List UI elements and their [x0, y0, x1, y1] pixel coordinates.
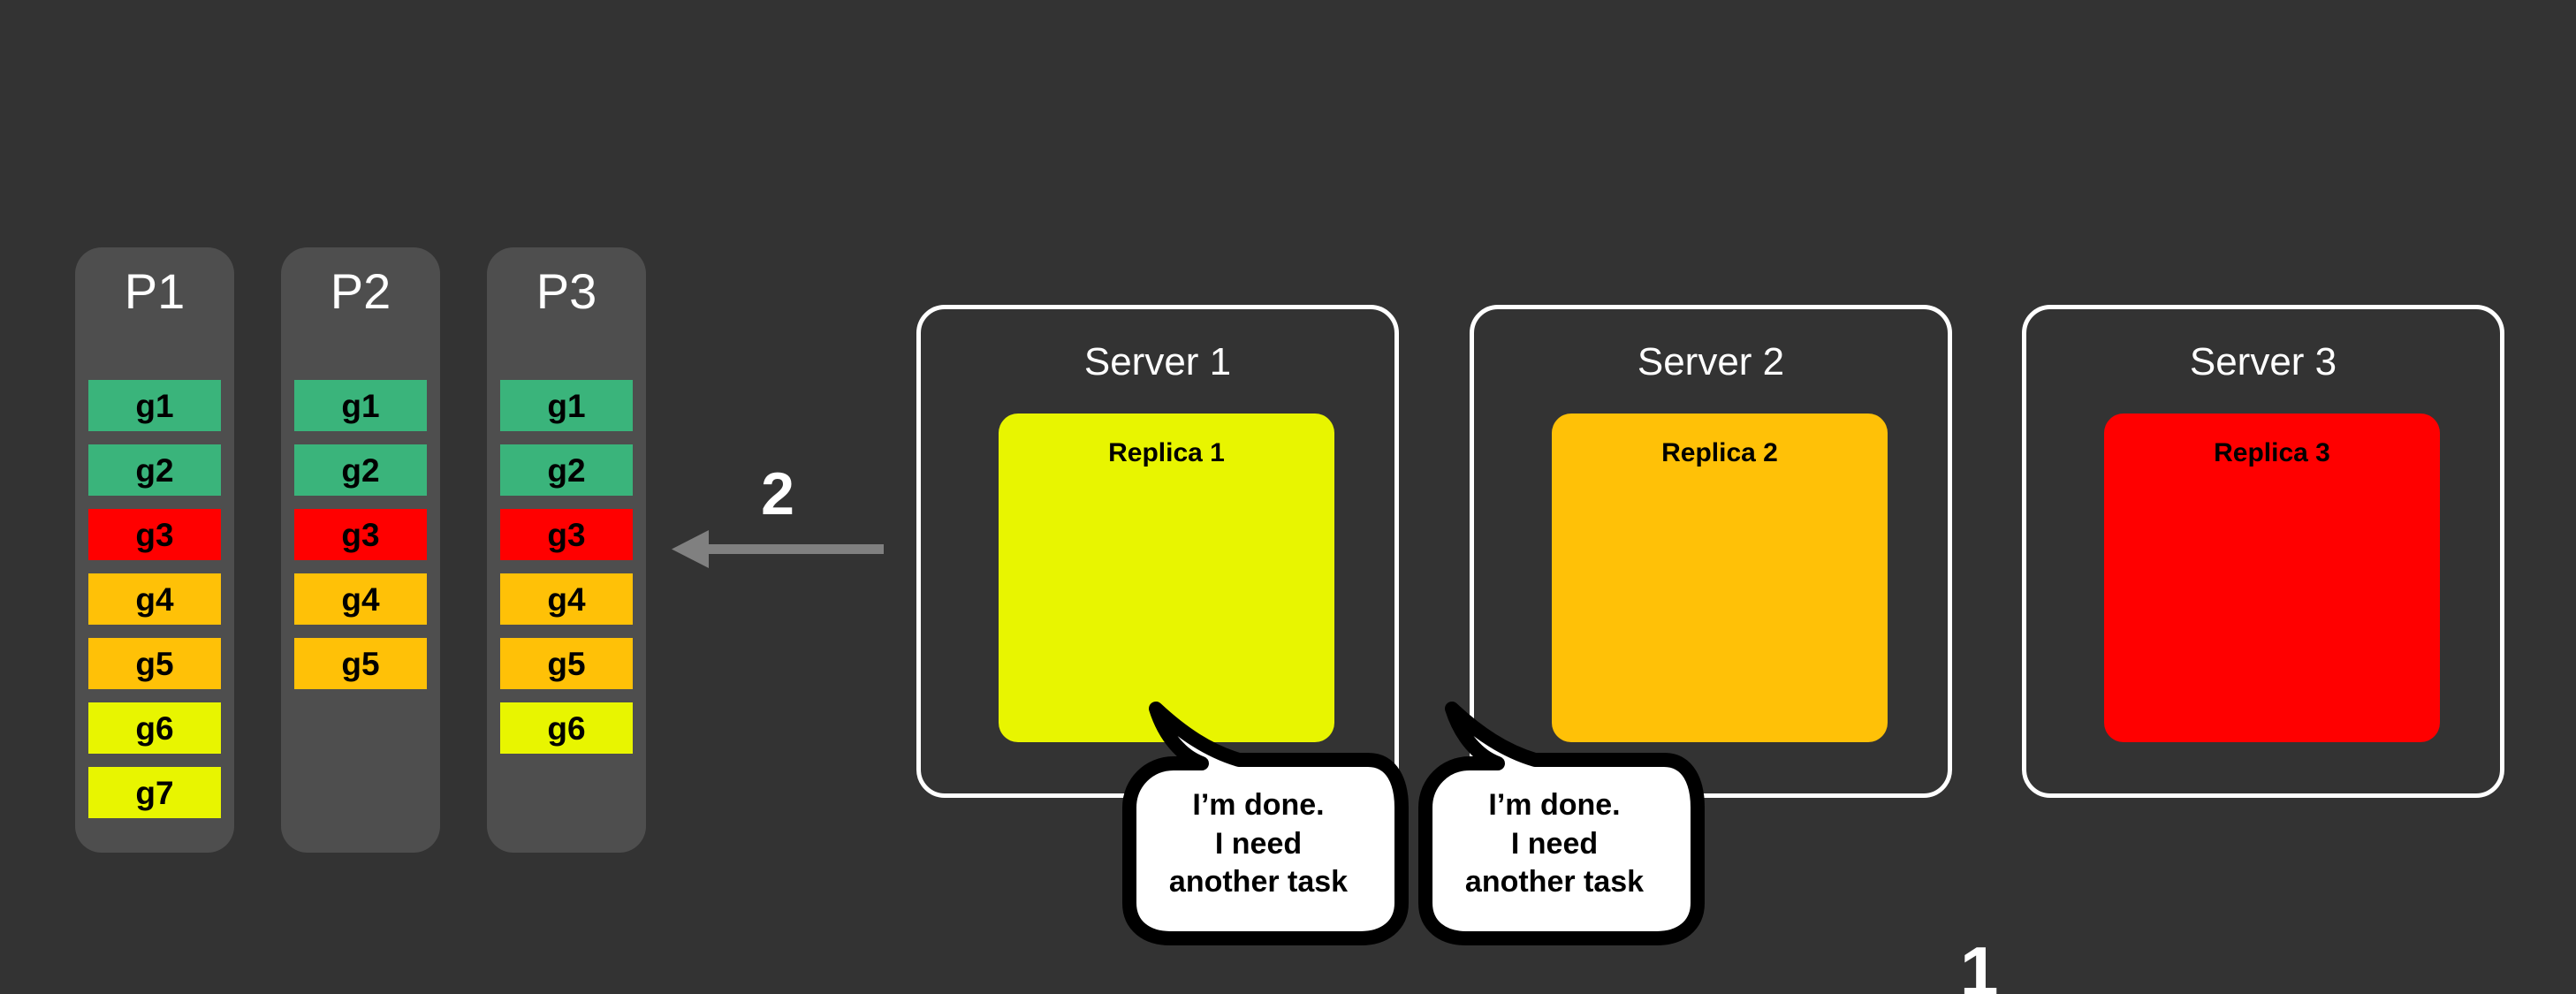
task-block: g6 [500, 702, 633, 754]
task-block: g5 [88, 638, 221, 689]
task-block: g2 [88, 444, 221, 496]
replica-label-1: Replica 1 [1108, 438, 1225, 467]
process-title-p3: P3 [536, 263, 597, 319]
process-column-p1: P1 g1 g2 g3 g4 g5 g6 g7 [75, 247, 234, 853]
step-number-one: 1 [1960, 932, 1999, 994]
server-title-1: Server 1 [1083, 340, 1232, 383]
replica-label-3: Replica 3 [2214, 438, 2330, 467]
task-block: g4 [294, 573, 427, 625]
task-block: g3 [294, 509, 427, 560]
process-title-p2: P2 [330, 263, 391, 319]
speech-bubble-server-1: I’m done. I need another task [1106, 682, 1410, 945]
task-block: g1 [88, 380, 221, 431]
process-column-p3: P3 g1 g2 g3 g4 g5 g6 [487, 247, 646, 853]
task-block: g3 [88, 509, 221, 560]
task-block: g3 [500, 509, 633, 560]
server-box-3: Server 3 Replica 3 [2022, 305, 2504, 798]
speech-bubble-text-2: I’m done. I need another task [1464, 788, 1645, 899]
left-arrow-icon [672, 530, 884, 568]
task-block: g5 [294, 638, 427, 689]
task-block: g4 [500, 573, 633, 625]
task-list-p1: g1 g2 g3 g4 g5 g6 g7 [88, 380, 221, 831]
server-box-1: Server 1 Replica 1 [916, 305, 1399, 798]
replica-box-2: Replica 2 [1552, 414, 1888, 742]
speech-bubble-text-1: I’m done. I need another task [1168, 788, 1349, 899]
replica-box-3: Replica 3 [2104, 414, 2440, 742]
task-list-p2: g1 g2 g3 g4 g5 [294, 380, 427, 702]
task-block: g2 [294, 444, 427, 496]
server-title-3: Server 3 [2189, 340, 2337, 383]
task-block: g2 [500, 444, 633, 496]
process-title-p1: P1 [124, 263, 186, 319]
flow-arrow-group: 2 [672, 464, 884, 570]
task-list-p3: g1 g2 g3 g4 g5 g6 [500, 380, 633, 767]
replica-label-2: Replica 2 [1661, 438, 1778, 467]
server-title-2: Server 2 [1637, 340, 1785, 383]
task-block: g5 [500, 638, 633, 689]
task-block: g7 [88, 767, 221, 818]
speech-bubble-server-2: I’m done. I need another task [1402, 682, 1706, 945]
step-number-two: 2 [761, 460, 794, 527]
task-block: g1 [294, 380, 427, 431]
process-column-p2: P2 g1 g2 g3 g4 g5 [281, 247, 440, 853]
task-block: g1 [500, 380, 633, 431]
task-block: g6 [88, 702, 221, 754]
speech-bubble-shape [1418, 702, 1705, 945]
task-block: g4 [88, 573, 221, 625]
replica-box-1: Replica 1 [999, 414, 1334, 742]
speech-bubble-shape [1122, 702, 1409, 945]
server-box-2: Server 2 Replica 2 [1470, 305, 1952, 798]
